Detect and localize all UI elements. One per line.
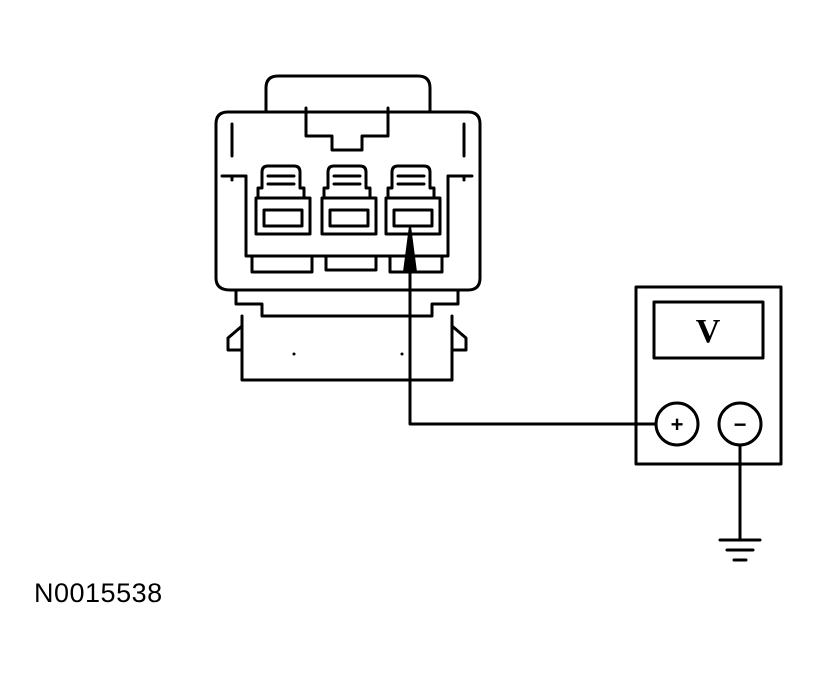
connector xyxy=(214,74,482,382)
connector-dot xyxy=(400,352,404,356)
voltmeter-body xyxy=(634,285,783,466)
connector-lower-body xyxy=(240,314,454,382)
terminal-pin-3 xyxy=(384,164,442,236)
voltmeter-display xyxy=(652,300,765,360)
connector-lower-flanges xyxy=(226,324,468,352)
terminal-pin-2 xyxy=(320,164,378,236)
positive-terminal xyxy=(654,401,700,447)
connector-neck xyxy=(234,288,460,318)
connector-dot xyxy=(292,352,296,356)
ground-icon xyxy=(718,538,762,562)
positive-terminal-label: + xyxy=(671,412,684,437)
connector-terminals xyxy=(254,164,442,236)
terminal-pin-1 xyxy=(254,164,312,236)
ground-connection xyxy=(718,443,762,562)
voltmeter-display-symbol: V xyxy=(696,313,721,350)
negative-terminal-label: − xyxy=(734,412,747,437)
connector-housing xyxy=(214,110,482,292)
connector-side-notches xyxy=(230,122,466,158)
connector-cavity-step xyxy=(230,174,466,190)
connector-cavity xyxy=(220,174,474,258)
probe-lead xyxy=(403,225,658,426)
connector-latch xyxy=(264,74,432,114)
voltmeter: V + − xyxy=(634,285,783,466)
connector-key xyxy=(304,106,390,152)
positive-test-lead xyxy=(408,270,658,426)
figure-id: N0015538 xyxy=(34,578,163,608)
